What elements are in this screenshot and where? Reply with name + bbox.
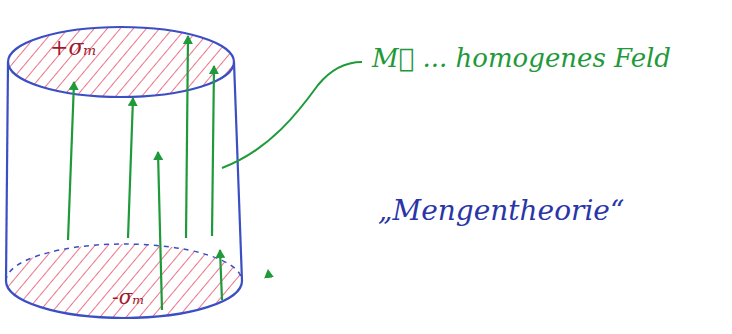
bottom-front-edge [6, 281, 242, 318]
charge-label: -σₘ [112, 286, 145, 308]
top-face [8, 27, 234, 97]
field-label: M⃗ ... homogenes Feld [372, 44, 671, 73]
leader-line [222, 62, 362, 168]
bottom-face [6, 244, 242, 318]
charge-label: +σₘ [50, 36, 97, 60]
cylinder-side [234, 62, 242, 281]
field-arrows [68, 36, 272, 310]
theory-label: „Mengentheorie“ [378, 196, 624, 227]
cylinder-side [6, 62, 8, 281]
bottom-back-edge [6, 244, 242, 281]
